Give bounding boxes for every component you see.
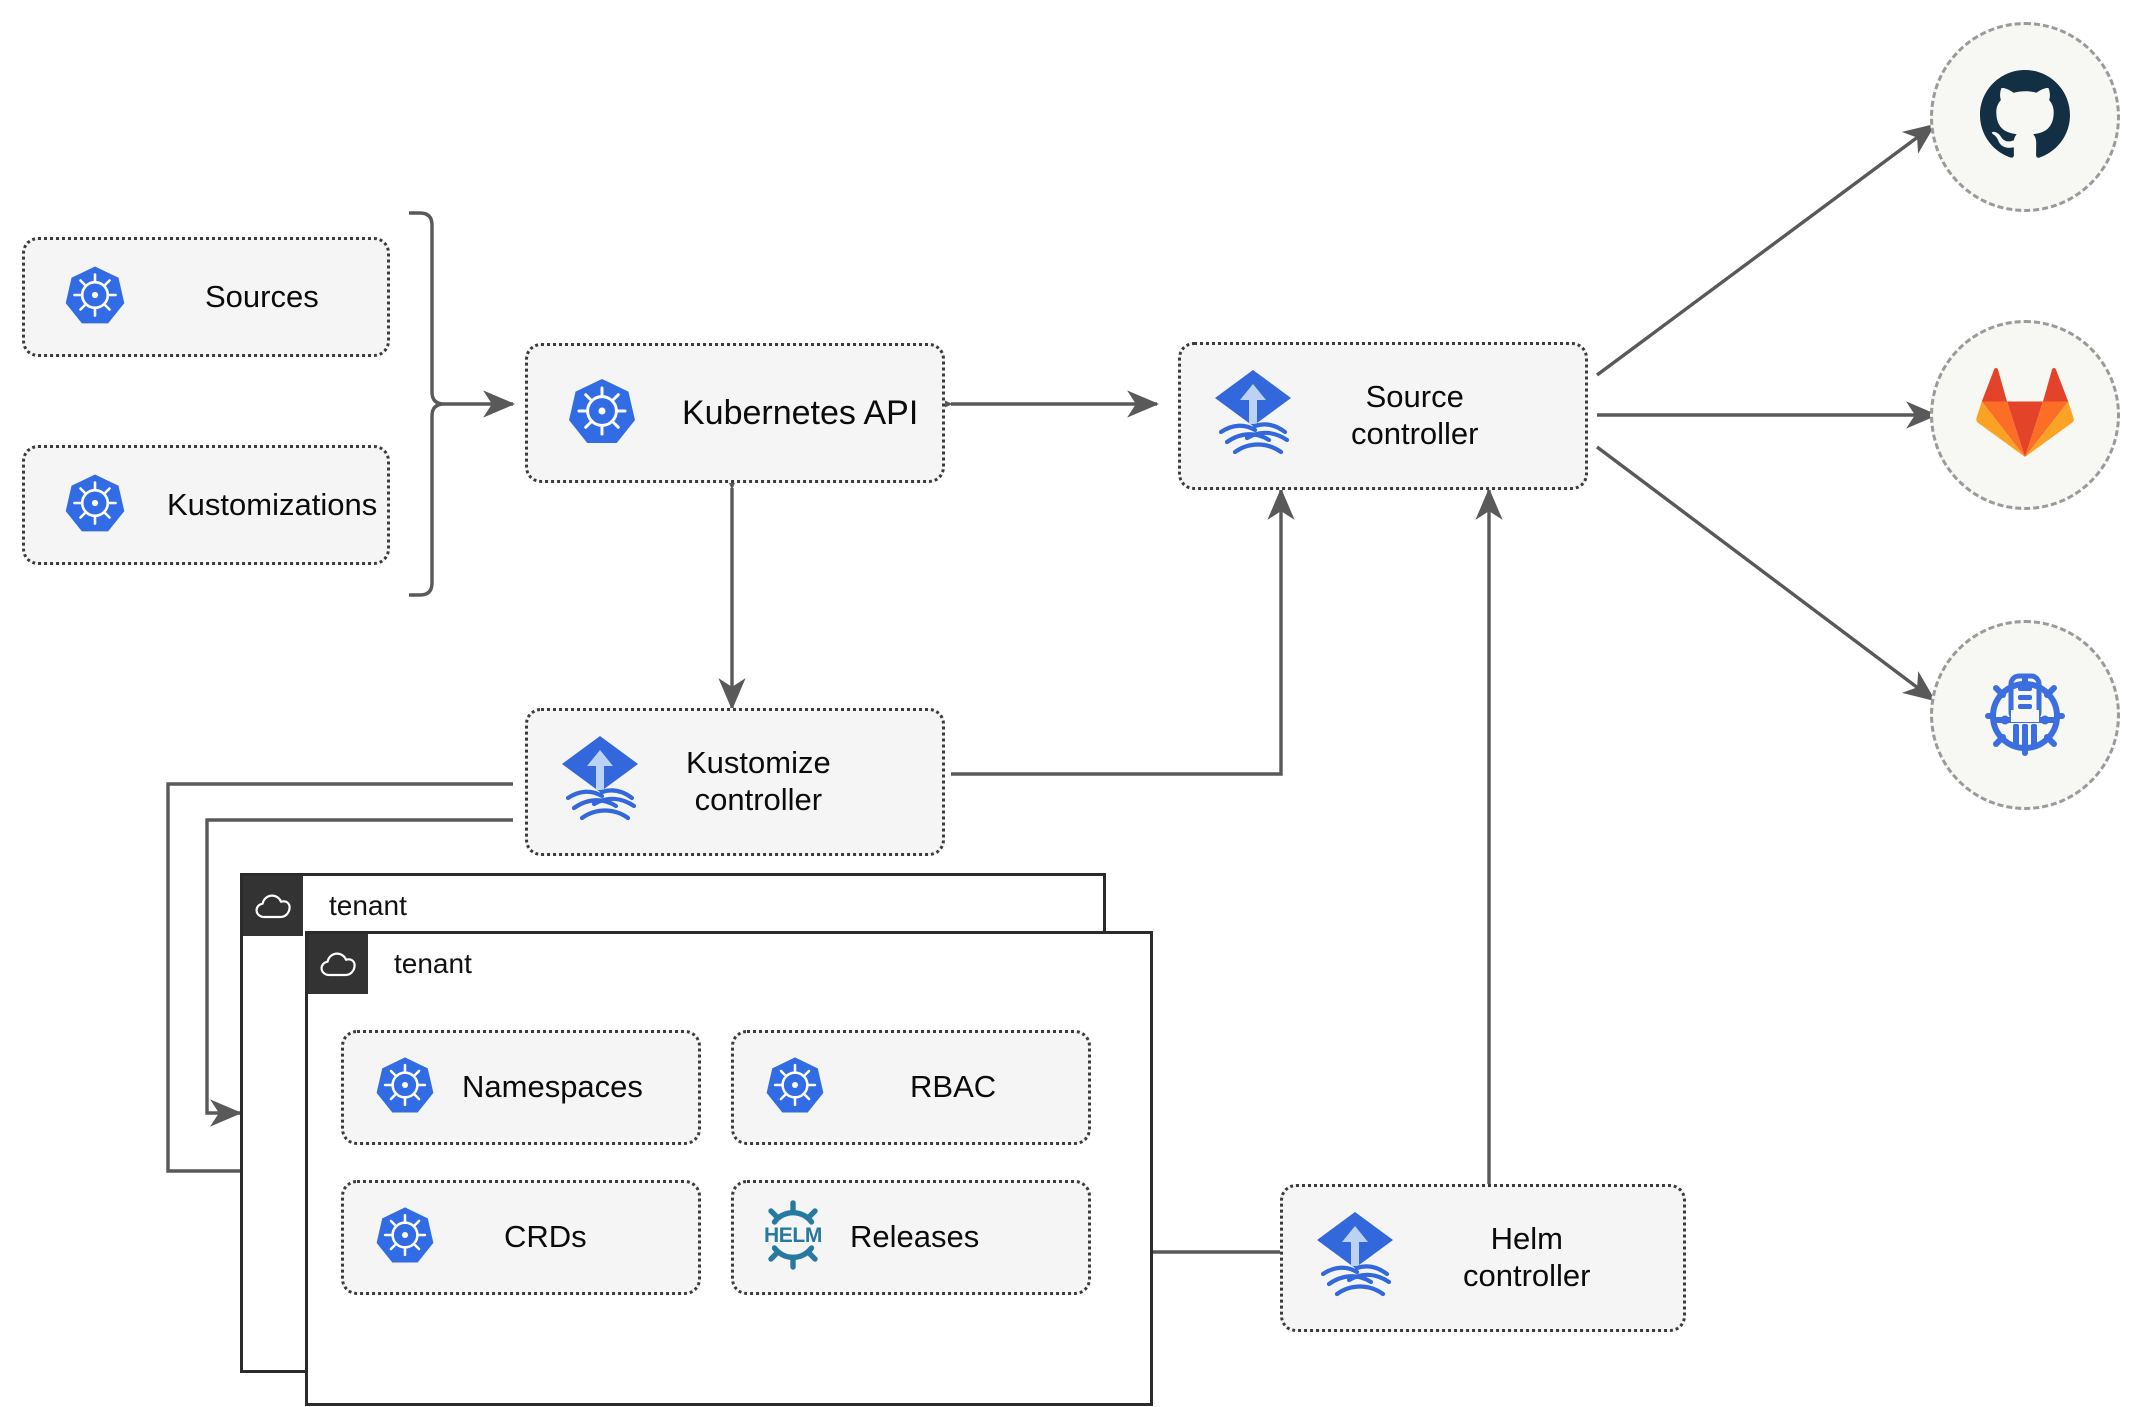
kubernetes-icon	[764, 1054, 826, 1121]
node-kustomize-controller-label: Kustomize controller	[686, 745, 831, 817]
gitlab-icon	[1975, 365, 2075, 466]
node-source-controller[interactable]: Source controller	[1178, 342, 1588, 490]
github-icon	[1975, 65, 2075, 170]
helm-icon: HELM	[758, 1200, 828, 1275]
tenant-label-inner: tenant	[394, 948, 472, 979]
node-helm-controller[interactable]: Helm controller	[1280, 1184, 1686, 1332]
node-sources-label: Sources	[205, 278, 319, 314]
kubernetes-icon	[63, 471, 127, 540]
node-releases[interactable]: HELM Releases	[731, 1180, 1091, 1295]
edge-source-to-bucket	[1595, 445, 1936, 702]
provider-github[interactable]	[1930, 22, 2120, 212]
node-kustomizations-label: Kustomizations	[167, 486, 378, 522]
node-crds[interactable]: CRDs	[341, 1180, 701, 1295]
node-helm-controller-label: Helm controller	[1463, 1221, 1591, 1293]
edge-source-to-github	[1595, 123, 1936, 377]
edge-sources-bracket	[409, 211, 445, 597]
tenant-label-outer: tenant	[329, 890, 407, 921]
provider-bucket[interactable]	[1930, 620, 2120, 810]
svg-text:HELM: HELM	[764, 1224, 822, 1247]
node-kustomizations[interactable]: Kustomizations	[22, 445, 390, 565]
node-kubernetes-api[interactable]: Kubernetes API	[525, 343, 945, 483]
node-releases-label: Releases	[850, 1219, 980, 1255]
node-kustomize-controller[interactable]: Kustomize controller	[525, 708, 945, 856]
flux-icon	[1313, 1210, 1397, 1307]
provider-gitlab[interactable]	[1930, 320, 2120, 510]
node-sources[interactable]: Sources	[22, 237, 390, 357]
tenant-header-outer: tenant	[243, 876, 407, 936]
node-kubernetes-api-label: Kubernetes API	[682, 393, 919, 432]
node-crds-label: CRDs	[504, 1219, 587, 1255]
cloud-icon	[243, 876, 303, 936]
flux-icon	[558, 734, 642, 831]
node-rbac[interactable]: RBAC	[731, 1030, 1091, 1145]
flux-icon	[1211, 368, 1295, 465]
tenant-card-inner[interactable]: tenant	[305, 931, 1153, 1406]
node-rbac-label: RBAC	[910, 1069, 997, 1105]
node-source-controller-label: Source controller	[1351, 379, 1479, 451]
tenant-header-inner: tenant	[308, 934, 472, 994]
kubernetes-icon	[566, 375, 638, 452]
kubernetes-icon	[374, 1204, 436, 1271]
bucket-icon	[1972, 660, 2078, 771]
cloud-icon	[308, 934, 368, 994]
node-namespaces[interactable]: Namespaces	[341, 1030, 701, 1145]
edge-kustomize-to-source	[951, 487, 1295, 776]
kubernetes-icon	[63, 263, 127, 332]
kubernetes-icon	[374, 1054, 436, 1121]
node-namespaces-label: Namespaces	[462, 1069, 643, 1105]
